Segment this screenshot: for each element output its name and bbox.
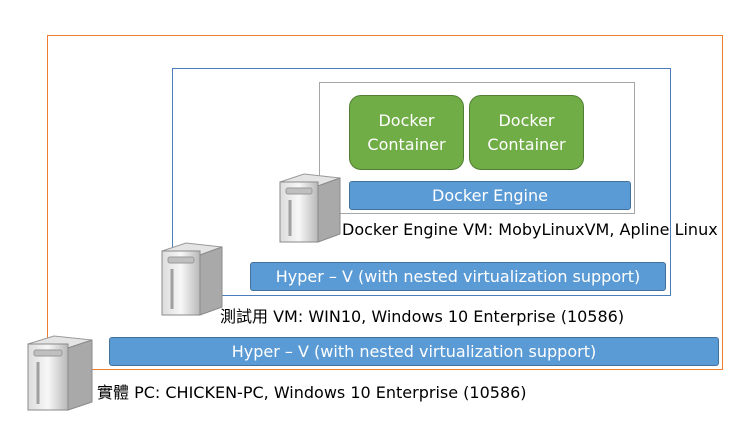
container-2-line1: Docker <box>498 110 555 130</box>
test-vm-frame <box>172 68 671 296</box>
hyperv-outer-bar: Hyper – V (with nested virtualization su… <box>109 337 719 366</box>
docker-engine-bar: Docker Engine <box>349 181 631 210</box>
container-1-line2: Container <box>367 134 446 154</box>
docker-vm-frame <box>319 82 635 214</box>
server-tower-icon <box>24 332 94 418</box>
server-tower-icon <box>158 239 224 323</box>
container-1-line1: Docker <box>378 110 435 130</box>
physical-pc-label: 實體 PC: CHICKEN-PC, Windows 10 Enterprise… <box>97 383 527 402</box>
docker-vm-label: Docker Engine VM: MobyLinuxVM, Apline Li… <box>342 220 718 239</box>
container-2-line2: Container <box>487 134 566 154</box>
test-vm-label: 測試用 VM: WIN10, Windows 10 Enterprise (10… <box>220 307 625 326</box>
server-tower-icon <box>276 170 342 250</box>
hyperv-inner-bar: Hyper – V (with nested virtualization su… <box>250 262 666 291</box>
physical-pc-frame <box>47 35 723 370</box>
docker-container-2: Docker Container <box>469 95 584 170</box>
docker-container-1: Docker Container <box>349 95 464 170</box>
